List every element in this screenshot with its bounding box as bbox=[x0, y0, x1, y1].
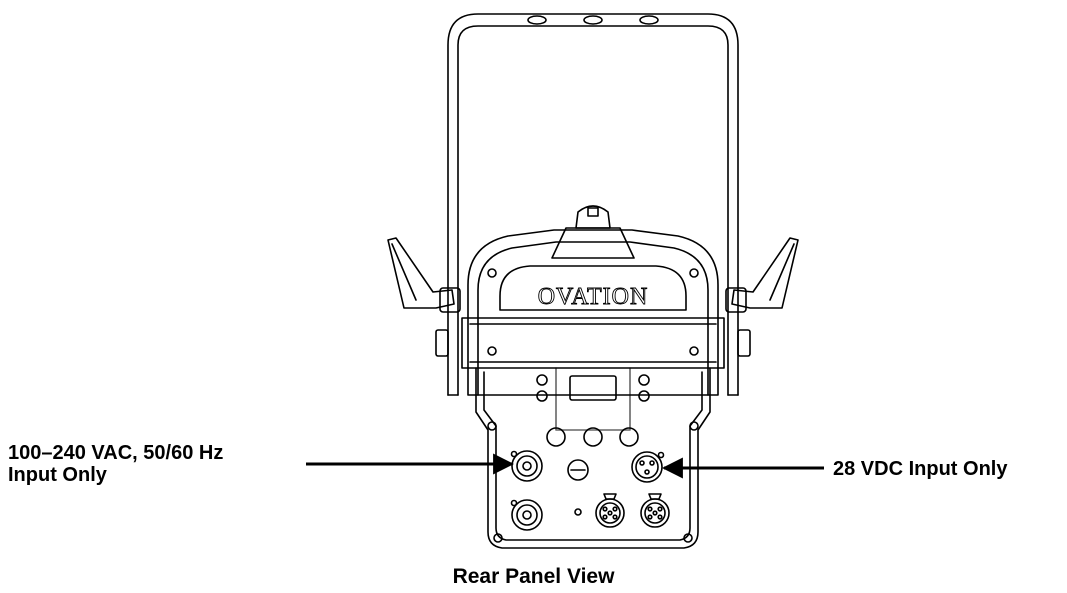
ac-power-output-connector bbox=[510, 499, 543, 531]
fuse-holder bbox=[567, 459, 589, 481]
rear-panel-body bbox=[475, 367, 711, 549]
brand-logo-text: OVATION bbox=[538, 284, 649, 310]
ac-input-label: 100–240 VAC, 50/60 Hz Input Only bbox=[8, 442, 223, 486]
dc-input-label: 28 VDC Input Only bbox=[833, 458, 1008, 480]
dc-power-input-connector bbox=[631, 451, 665, 483]
dmx-input-connector bbox=[595, 493, 625, 528]
yoke-bracket bbox=[447, 13, 739, 396]
control-panel bbox=[536, 374, 650, 447]
fixture-housing bbox=[461, 229, 725, 396]
ac-input-label-line2: Input Only bbox=[8, 464, 107, 486]
top-lug bbox=[551, 205, 635, 259]
left-yoke-handle bbox=[387, 237, 461, 357]
reset-pinhole bbox=[574, 508, 582, 516]
figure-caption: Rear Panel View bbox=[452, 565, 615, 588]
right-yoke-handle bbox=[725, 237, 799, 357]
ac-power-input-connector bbox=[510, 450, 543, 482]
ac-input-label-line1: 100–240 VAC, 50/60 Hz bbox=[8, 442, 224, 464]
dmx-output-connector bbox=[640, 493, 670, 528]
